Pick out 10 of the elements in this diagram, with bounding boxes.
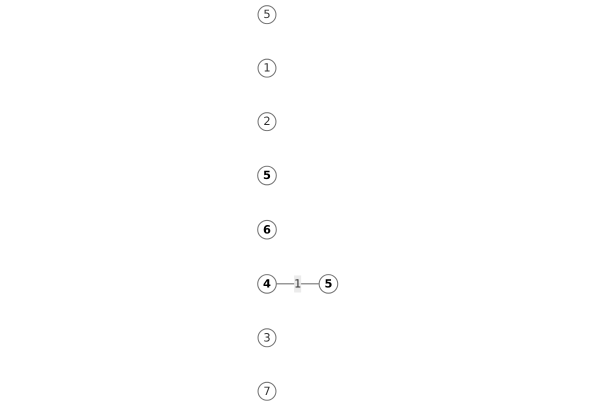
node-circle: 5 — [257, 5, 276, 24]
node-circle: 4 — [256, 274, 277, 294]
node-circle: 6 — [256, 220, 277, 240]
node-circle: 2 — [257, 112, 276, 132]
node-circle: 5 — [318, 274, 338, 294]
node-circle: 5 — [256, 166, 277, 186]
node-circle: 3 — [257, 328, 276, 348]
node-circle: 7 — [257, 382, 276, 401]
edge-label: 1 — [294, 276, 302, 290]
node-circle: 1 — [257, 58, 276, 78]
